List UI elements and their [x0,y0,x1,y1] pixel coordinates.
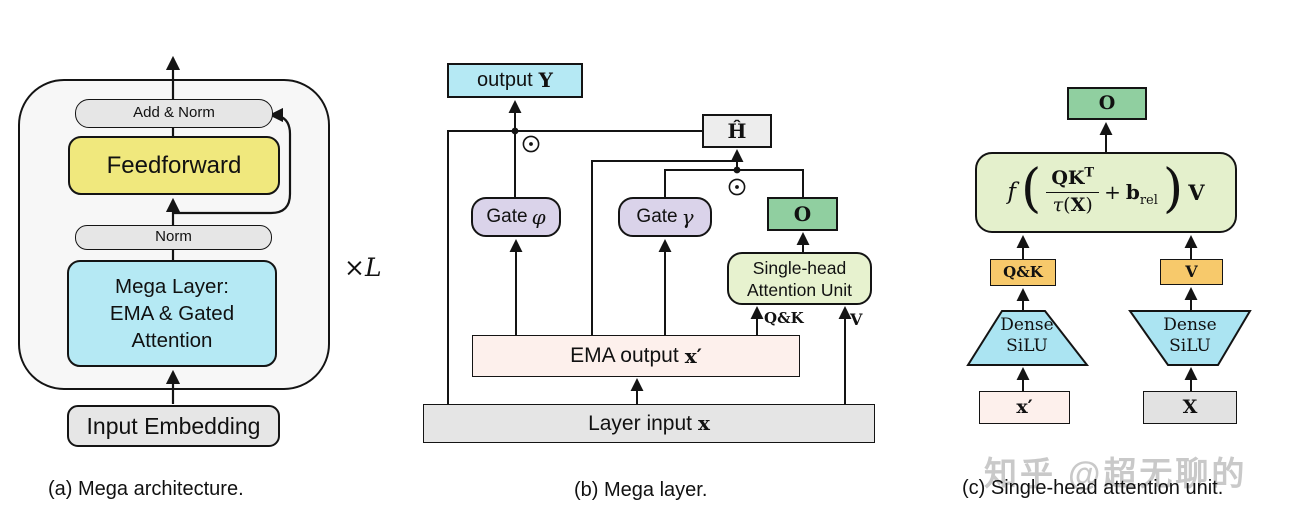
feedforward-label: Feedforward [106,151,242,179]
wire-b-xprime-hhat [591,160,736,335]
caption-a: (a) Mega architecture. [48,478,244,500]
o-symbol: O [793,201,812,226]
layer-input-label: Layer input [588,411,692,435]
x-prime-input-block: x′ [979,391,1070,424]
junction-dot [511,127,519,135]
add-norm-block: Add & Norm [75,99,273,128]
times-symbol: × [344,253,365,282]
tau-symbol: τ [1052,194,1064,216]
elementwise-product-icon [728,178,746,196]
x-symbol: x [697,411,710,436]
input-embedding-label: Input Embedding [86,412,261,439]
qk-over-tau-fraction: QKT τ(X) [1046,165,1100,217]
mega-layer-line1: Mega Layer: [115,275,229,298]
output-y-block: output Y [447,63,583,98]
transpose-symbol: T [1084,165,1095,181]
caption-c: (c) Single-head attention unit. [962,477,1224,499]
gate-phi-block: Gate φ [471,197,561,237]
dense-label: Dense [1000,315,1054,335]
norm-label: Norm [155,228,192,246]
qk-projection-block: Q&K [990,259,1056,286]
gamma-symbol: γ [681,204,694,229]
silu-label: SiLU [1006,336,1048,356]
qk-projection-label: Q&K [1003,263,1043,282]
elementwise-product-icon [522,135,540,153]
caption-b: (b) Mega layer. [574,479,708,501]
bias-symbol: b [1125,179,1140,204]
ema-output-block: EMA output x′ [472,335,800,377]
attention-unit-line1: Single-head [752,257,847,278]
junction-dot [733,166,741,174]
silu-label: SiLU [1169,336,1211,356]
gate-phi-label: Gate [486,206,528,228]
right-paren: ) [1162,158,1184,219]
mega-layer-block: Mega Layer: EMA & Gated Attention [67,260,277,367]
tau-left-paren: ( [1063,194,1071,216]
tau-x-symbol: X [1070,194,1086,216]
x-input-block: X [1143,391,1237,424]
dense-silu-v-label: Dense SiLU [1135,315,1245,357]
layers-variable: L [364,253,382,282]
x-prime-symbol: x′ [1016,395,1033,418]
gate-gamma-block: Gate γ [618,197,712,237]
rel-subscript: rel [1139,192,1158,208]
plus-symbol: + [1104,180,1121,205]
attention-output-block-b: O [767,197,838,231]
zhihu-watermark: 知乎 @超无聊的 [984,455,1248,492]
qk-wire-text: Q&K [764,309,804,327]
tau-right-paren: ) [1085,194,1093,216]
output-symbol: Y [538,68,553,93]
gate-gamma-label: Gate [636,206,678,228]
function-f-symbol: f [1007,179,1017,206]
h-hat-block: Ĥ [702,114,772,148]
add-norm-label: Add & Norm [133,104,215,122]
wire-b-gategamma-junction [664,169,736,197]
attention-unit-block: Single-head Attention Unit [727,252,872,305]
left-paren: ( [1021,158,1042,219]
attention-output-block-c: O [1067,87,1147,120]
layer-input-block: Layer input x [423,404,875,443]
wire-b-o-junction [738,169,804,197]
attention-formula-block: f ( QKT τ(X) + brel ) V [975,152,1237,233]
v-wire-text: V [850,310,863,329]
h-hat-symbol: Ĥ [727,118,747,143]
output-label: output [477,69,533,92]
mega-layer-line2: EMA & Gated [109,302,235,325]
fraction-numerator: QKT [1046,165,1100,193]
repeat-count-label: ×L [344,253,382,282]
v-projection-block: V [1160,259,1223,285]
qk-wire-label: Q&K [764,309,804,327]
dense-silu-qk-label: Dense SiLU [972,315,1082,357]
x-prime-symbol: x′ [684,343,702,368]
feedforward-block: Feedforward [68,136,280,195]
value-matrix-symbol: V [1188,179,1205,205]
dense-label: Dense [1163,315,1217,335]
phi-symbol: φ [531,204,546,229]
fraction-denominator: τ(X) [1053,193,1093,217]
x-symbol: X [1182,395,1198,418]
relative-bias-term: brel [1125,179,1158,208]
v-projection-label: V [1185,262,1198,282]
input-embedding-block: Input Embedding [67,405,280,447]
qk-matrix: QK [1051,167,1085,190]
mega-layer-line3: Attention [131,329,213,352]
norm-block: Norm [75,225,272,250]
attention-unit-line2: Attention Unit [746,279,853,300]
o-symbol: O [1098,91,1116,114]
v-wire-label: V [850,310,862,329]
ema-output-label: EMA output [570,344,679,368]
